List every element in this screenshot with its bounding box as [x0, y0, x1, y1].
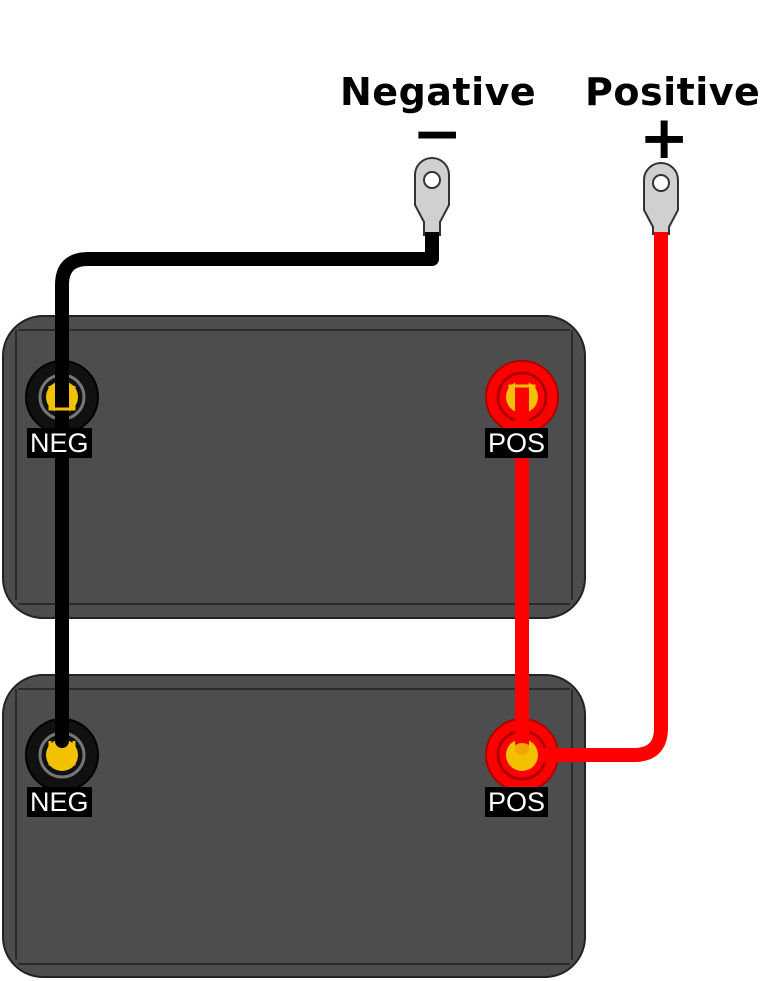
neg-label-bottom: NEG — [27, 787, 92, 817]
minus-sign: − — [412, 99, 463, 169]
positive-lug — [643, 162, 679, 235]
pos-label-top: POS — [485, 428, 549, 458]
negative-lug — [414, 157, 450, 236]
pos-label-bottom: POS — [485, 787, 549, 817]
battery-top — [2, 315, 586, 619]
battery-bottom — [2, 674, 586, 978]
neg-label-top: NEG — [27, 428, 92, 458]
positive-label: Positive — [585, 70, 761, 114]
plus-sign: + — [639, 103, 690, 173]
negative-label: Negative — [340, 70, 537, 114]
negative-cable — [48, 232, 439, 766]
